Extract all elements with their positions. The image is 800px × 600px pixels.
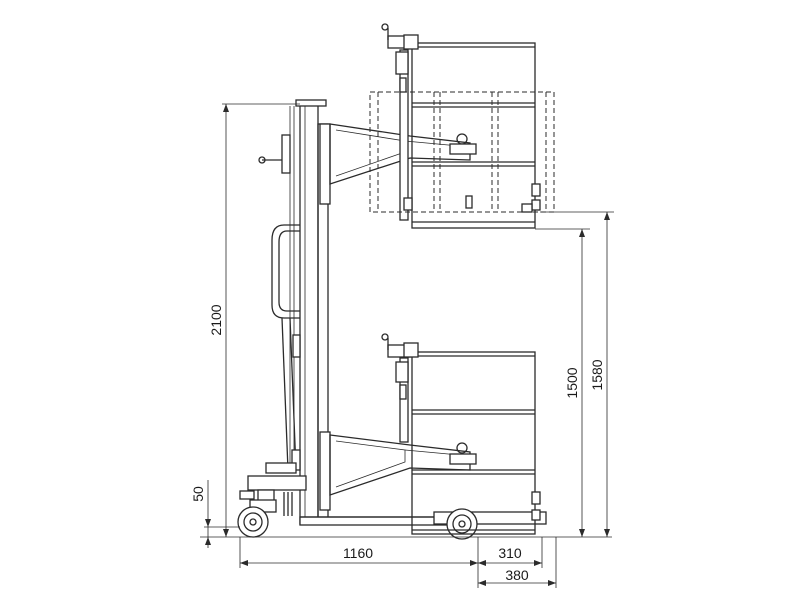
dimension-lift-height-low: 1500 — [564, 367, 580, 398]
push-handle — [271, 224, 300, 319]
lower-drum — [411, 351, 536, 535]
base-chassis — [299, 511, 547, 526]
lower-drum-top-clamp — [381, 333, 541, 521]
dimension-base-clearance: 50 — [190, 486, 206, 502]
drum-alternate-position-outline — [369, 91, 555, 213]
dimension-reach-inner: 310 — [498, 545, 522, 561]
rear-caster-wheel — [237, 499, 277, 538]
front-load-wheel — [446, 508, 478, 540]
upper-drum — [411, 42, 536, 229]
upper-drum-top-clamp — [381, 23, 541, 221]
lower-clamp-arm — [319, 431, 477, 511]
dimension-overall-height: 2100 — [208, 304, 224, 335]
dimension-base-length: 1160 — [343, 545, 373, 561]
dimension-reach-outer: 380 — [505, 567, 529, 583]
dimension-lines — [200, 103, 614, 588]
upper-clamp-arm — [319, 123, 477, 205]
pedal-mechanism — [239, 317, 307, 516]
dimension-lift-height-high: 1580 — [589, 359, 605, 390]
handwheel — [258, 134, 291, 174]
